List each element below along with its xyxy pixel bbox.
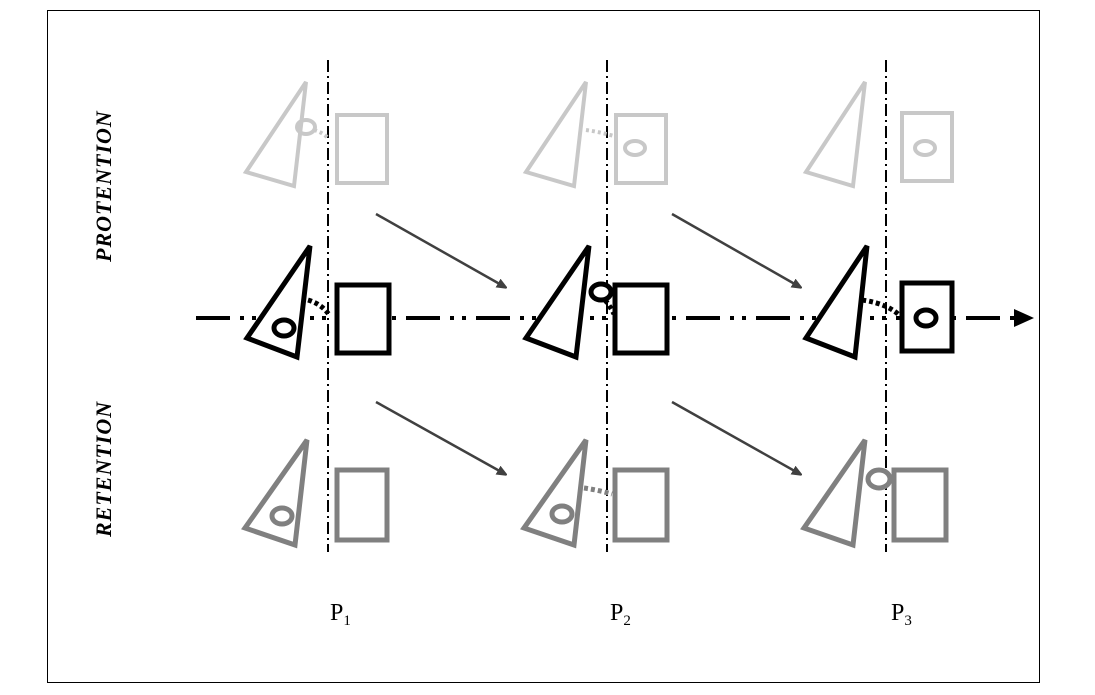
- present-link-1: [307, 297, 333, 318]
- retention-group-3: [800, 438, 949, 549]
- retention-rectangle-3: [891, 467, 949, 543]
- retention-group-2: [520, 438, 670, 549]
- present-triangle-3: [802, 244, 870, 361]
- phase-letter-2: P: [610, 600, 624, 626]
- phase-index-2: 2: [623, 613, 631, 629]
- phase-label-1: P1: [330, 600, 351, 630]
- protention-rectangle-1: [335, 113, 389, 185]
- protention-triangle-3: [802, 80, 867, 189]
- protention-circle-2: [623, 139, 647, 157]
- present-link-2: [603, 298, 617, 316]
- phase-letter-1: P: [330, 600, 344, 626]
- timeline-arrowhead: [1014, 309, 1034, 327]
- retention-group-1: [241, 438, 390, 549]
- phase-label-3: P3: [891, 600, 912, 630]
- phase-label-2: P2: [610, 600, 631, 630]
- retention-circle-1: [269, 505, 295, 527]
- retention-label: RETENTION: [91, 400, 116, 537]
- protention-link-1: [313, 128, 330, 140]
- retention-rectangle-1: [334, 467, 390, 543]
- protention-triangle-2: [522, 80, 588, 189]
- protention-link-2: [585, 128, 615, 138]
- retention-rectangle-2: [612, 467, 670, 543]
- retention-triangle-3: [800, 438, 868, 549]
- protention-rectangle-2: [614, 113, 668, 185]
- present-circle-1: [271, 317, 297, 339]
- transition-arrow-bottom-1: [375, 400, 505, 474]
- retention-circle-3: [865, 467, 893, 491]
- phase-index-3: 3: [904, 613, 912, 629]
- present-circle-2: [588, 281, 614, 303]
- transition-arrow-top-2: [671, 212, 800, 287]
- protention-group-3: [802, 80, 954, 189]
- diagram-border: [47, 10, 1040, 683]
- protention-label: PROTENTION: [91, 110, 116, 262]
- present-rectangle-1: [334, 282, 392, 356]
- present-group-3: [802, 244, 955, 361]
- retention-circle-2: [549, 503, 575, 525]
- present-rectangle-3: [899, 280, 955, 354]
- protention-rectangle-3: [900, 111, 954, 183]
- present-circle-3: [913, 307, 939, 329]
- transition-arrow-bottom-2: [671, 400, 800, 474]
- present-group-2: [522, 244, 670, 361]
- retention-triangle-1: [241, 438, 310, 549]
- protention-circle-1: [295, 118, 317, 136]
- present-group-1: [243, 244, 392, 361]
- protention-circle-3: [913, 139, 937, 157]
- present-rectangle-2: [612, 282, 670, 356]
- phase-letter-3: P: [891, 600, 905, 626]
- retention-triangle-2: [520, 438, 589, 549]
- protention-group-1: [242, 80, 389, 189]
- retention-link-2: [583, 485, 613, 497]
- present-triangle-2: [522, 244, 592, 361]
- protention-triangle-1: [242, 80, 308, 189]
- protention-group-2: [522, 80, 668, 189]
- phase-index-1: 1: [343, 613, 351, 629]
- present-triangle-1: [243, 244, 313, 361]
- transition-arrow-top-1: [375, 212, 505, 287]
- present-link-3: [861, 297, 904, 320]
